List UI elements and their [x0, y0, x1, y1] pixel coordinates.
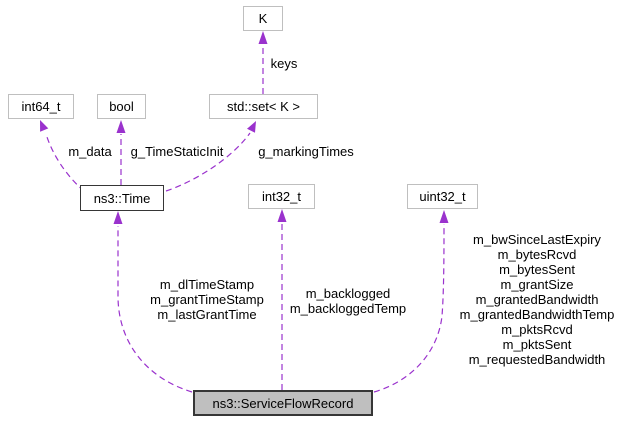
node-service-flow-record: ns3::ServiceFlowRecord — [193, 390, 373, 416]
edge-label-uint32-members: m_bwSinceLastExpiry m_bytesRcvd m_bytesS… — [459, 232, 615, 367]
node-bool[interactable]: bool — [97, 94, 146, 119]
edge-label-keys: keys — [270, 56, 298, 71]
edge-g-marking-times — [165, 121, 256, 192]
node-k[interactable]: K — [243, 6, 283, 31]
edge-label-int32-members: m_backlogged m_backloggedTemp — [289, 286, 407, 316]
node-int32-t[interactable]: int32_t — [248, 184, 315, 209]
edge-label-g-time-static-init: g_TimeStaticInit — [130, 144, 224, 159]
edge-label-g-marking-times: g_markingTimes — [258, 144, 354, 159]
node-int64-t[interactable]: int64_t — [8, 94, 74, 119]
edge-label-m-data: m_data — [68, 144, 112, 159]
edge-label-time-members: m_dlTimeStamp m_grantTimeStamp m_lastGra… — [150, 277, 264, 322]
node-uint32-t[interactable]: uint32_t — [407, 184, 478, 209]
edge-time-members — [113, 211, 193, 393]
arrowhead-m-data — [40, 120, 49, 132]
arrowhead-uint32-members — [439, 210, 449, 223]
arrowhead-time-members — [113, 211, 123, 224]
node-std-set[interactable]: std::set< K > — [209, 94, 318, 119]
arrowhead-keys — [258, 31, 268, 44]
edge-uint32-members — [373, 210, 449, 393]
arrowhead-g-time-static-init — [116, 120, 126, 133]
arrowhead-g-marking-times — [247, 121, 256, 133]
arrowhead-int32-members — [277, 209, 287, 222]
edge-g-time-static-init — [116, 120, 126, 185]
edge-keys — [258, 31, 268, 94]
edge-int32-members — [277, 209, 287, 390]
node-ns3-time[interactable]: ns3::Time — [80, 185, 164, 211]
